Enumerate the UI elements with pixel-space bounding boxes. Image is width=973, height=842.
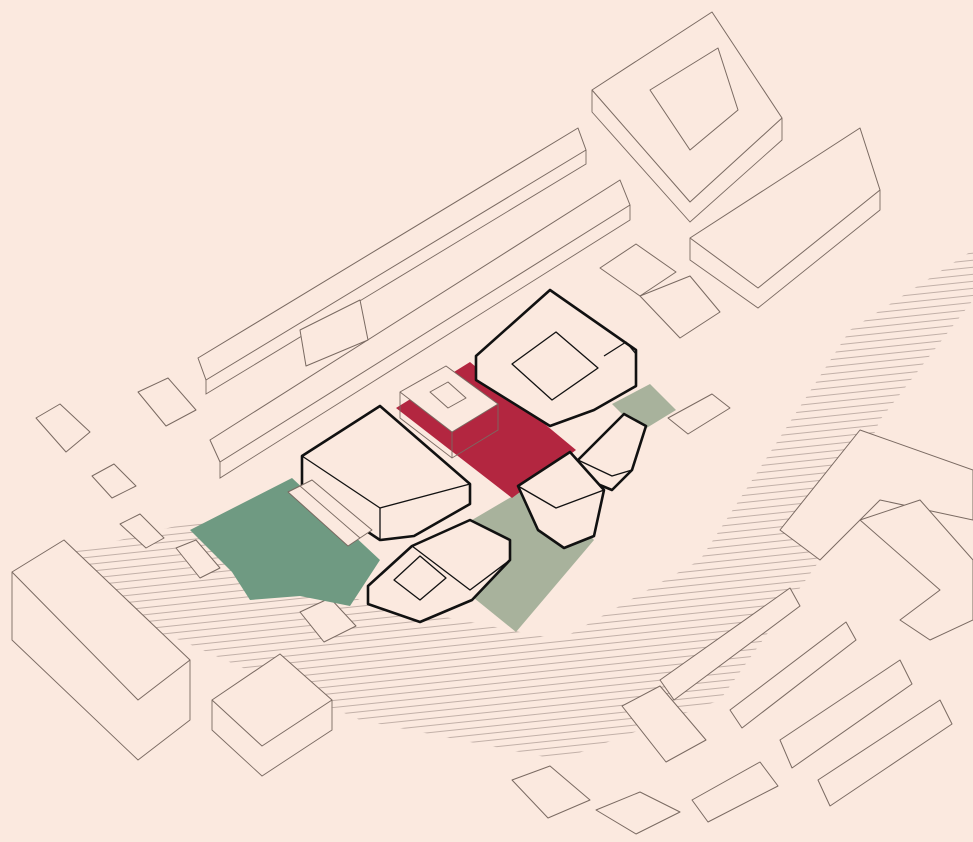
site-axonometric-diagram [0,0,973,842]
axonometric-svg [0,0,973,842]
